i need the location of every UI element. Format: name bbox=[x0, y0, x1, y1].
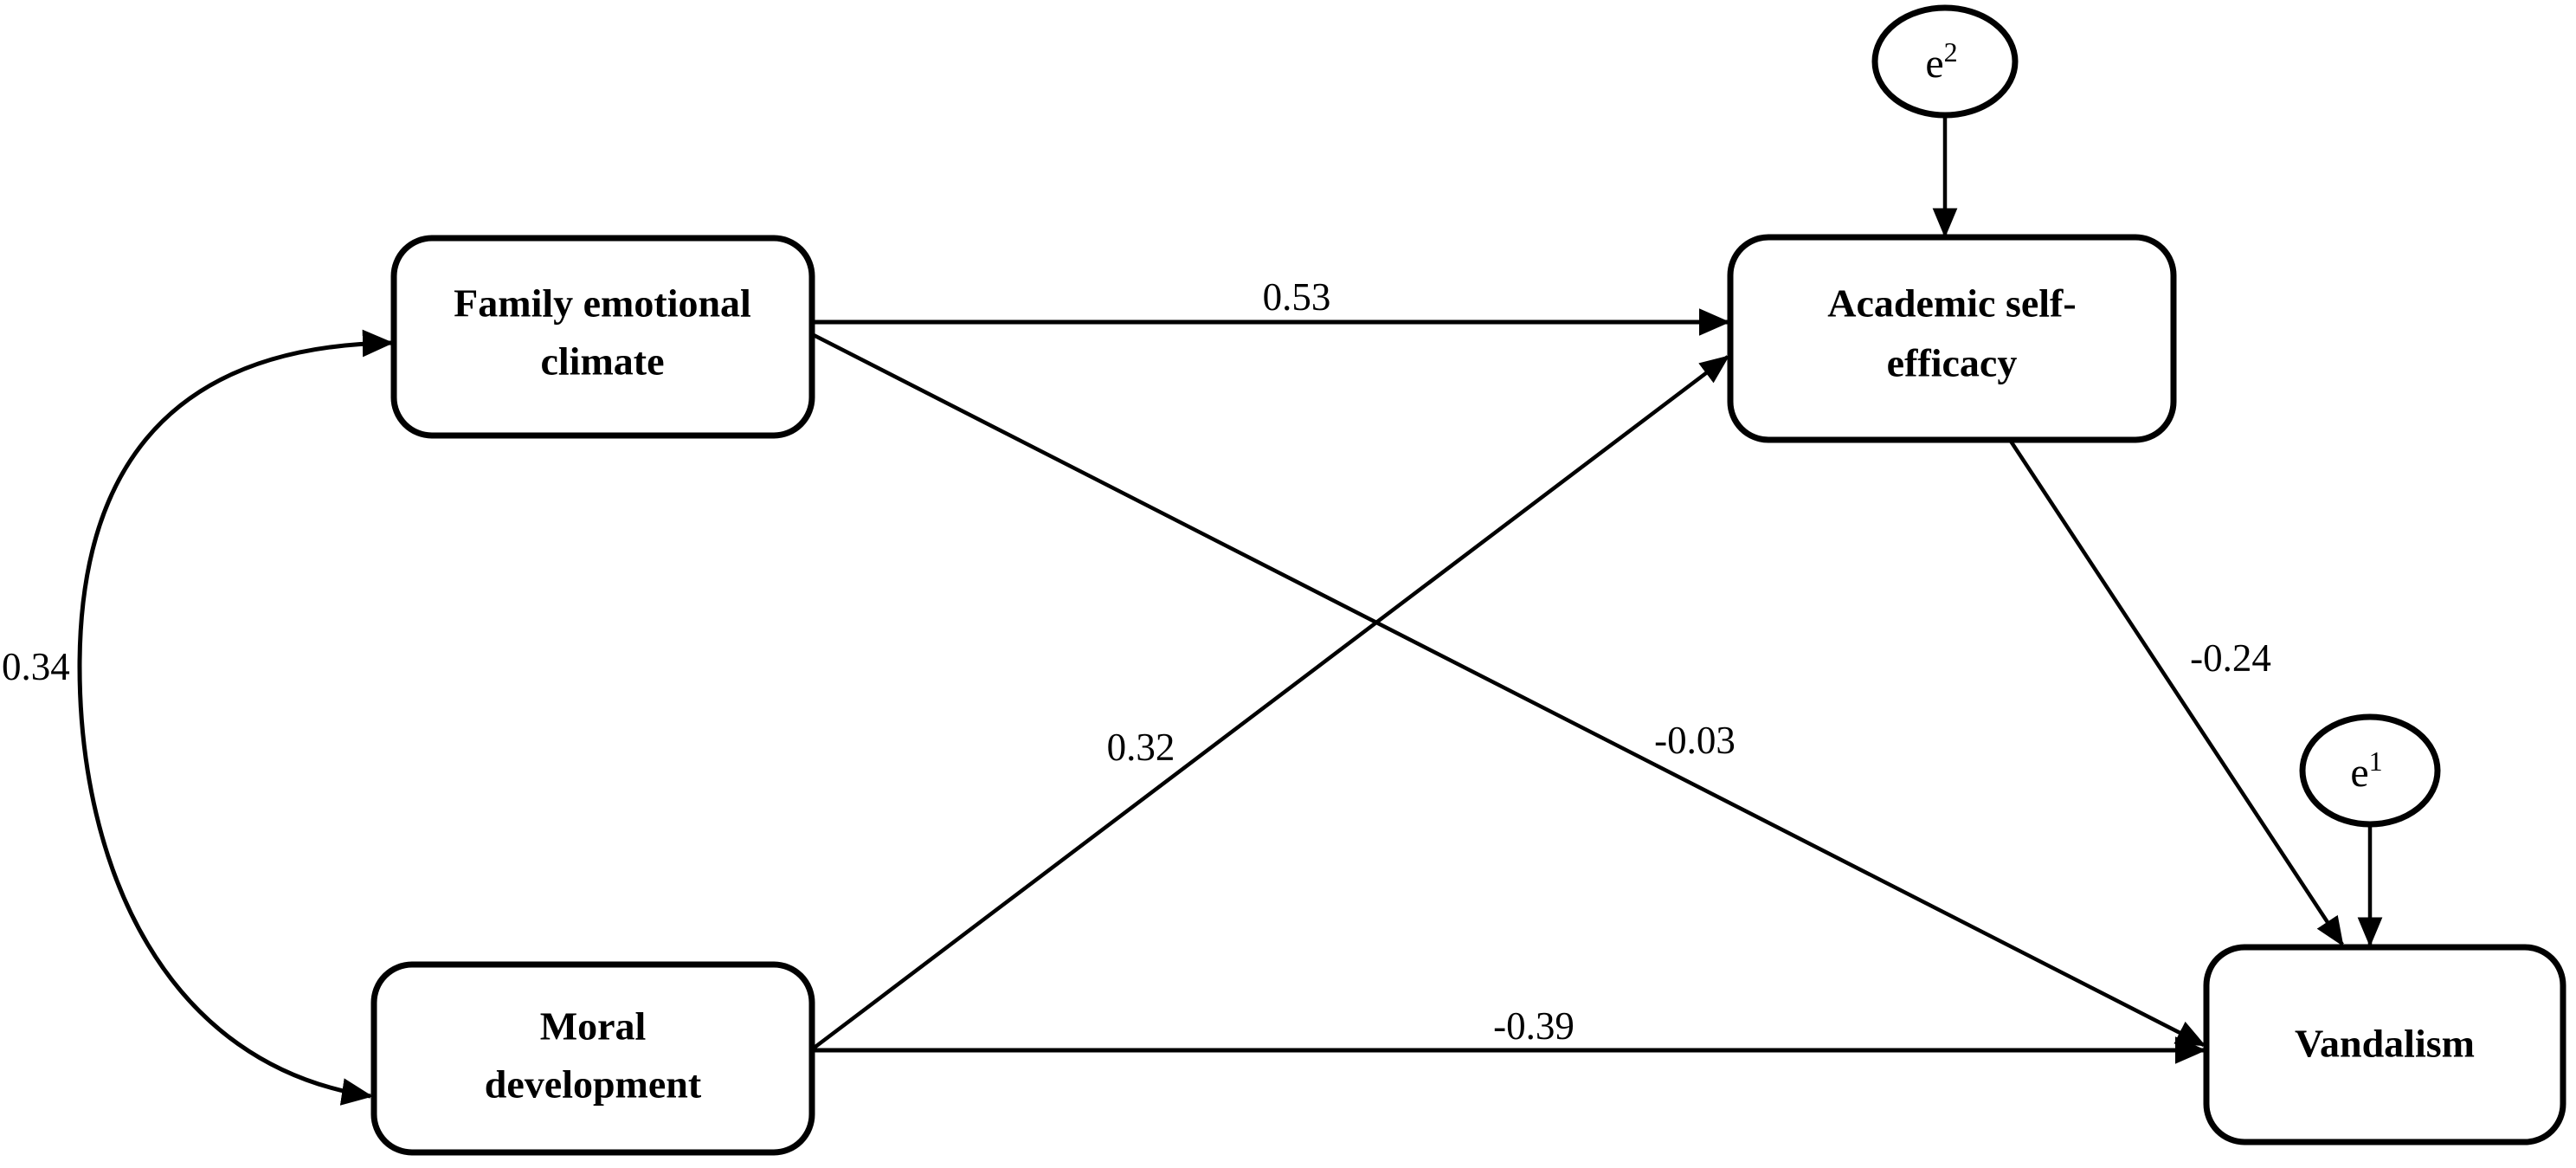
coefficient-label-family-to-vandalism: -0.03 bbox=[1654, 719, 1736, 762]
node-vandalism-label: Vandalism bbox=[2295, 1022, 2475, 1066]
node-e2-ellipse[interactable] bbox=[1871, 4, 2019, 119]
node-moral-development[interactable]: Moral development bbox=[370, 961, 815, 1156]
node-error-term-e2[interactable]: e2 bbox=[1871, 4, 2019, 119]
node-vandalism[interactable]: Vandalism bbox=[2203, 944, 2566, 1145]
node-e2-label-base: e bbox=[1925, 41, 1943, 87]
node-e1-label-base: e bbox=[2350, 750, 2368, 796]
node-moral-box[interactable] bbox=[370, 961, 815, 1156]
path-family-moral-covariance-curve bbox=[77, 329, 394, 1106]
coefficient-label-moral-to-academic: 0.32 bbox=[1107, 726, 1175, 769]
node-academic-box[interactable] bbox=[1727, 234, 2177, 443]
node-e2-label-superscript: 2 bbox=[1944, 36, 1958, 68]
coefficient-label-family-to-academic: 0.53 bbox=[1263, 275, 1331, 319]
node-family-label-line2: climate bbox=[540, 339, 664, 384]
coefficient-label-family-moral-covariance: 0.34 bbox=[2, 645, 70, 688]
path-moral-to-academic-arrow bbox=[810, 355, 1730, 1051]
node-moral-label-line2: development bbox=[485, 1062, 702, 1107]
path-family-to-vandalism-arrow bbox=[810, 332, 2206, 1048]
node-family-label-line1: Family emotional bbox=[454, 281, 751, 326]
node-e1-label: e1 bbox=[2350, 745, 2382, 796]
node-vandalism-box[interactable] bbox=[2203, 944, 2566, 1145]
node-e2-label: e2 bbox=[1925, 36, 1957, 87]
coefficient-label-academic-to-vandalism: -0.24 bbox=[2190, 636, 2271, 680]
node-academic-self-efficacy[interactable]: Academic self- efficacy bbox=[1727, 234, 2177, 443]
node-academic-label-line1: Academic self- bbox=[1827, 281, 2076, 326]
path-academic-to-vandalism-arrow bbox=[2008, 438, 2344, 947]
node-e1-label-superscript: 1 bbox=[2369, 745, 2383, 777]
coefficient-label-moral-to-vandalism: -0.39 bbox=[1493, 1004, 1575, 1048]
node-academic-label-line2: efficacy bbox=[1887, 341, 2018, 385]
node-error-term-e1[interactable]: e1 bbox=[2299, 713, 2441, 828]
node-family-emotional-climate[interactable]: Family emotional climate bbox=[390, 235, 815, 439]
node-family-box[interactable] bbox=[390, 235, 815, 439]
node-e1-ellipse[interactable] bbox=[2299, 713, 2441, 828]
node-moral-label-line1: Moral bbox=[540, 1004, 647, 1049]
